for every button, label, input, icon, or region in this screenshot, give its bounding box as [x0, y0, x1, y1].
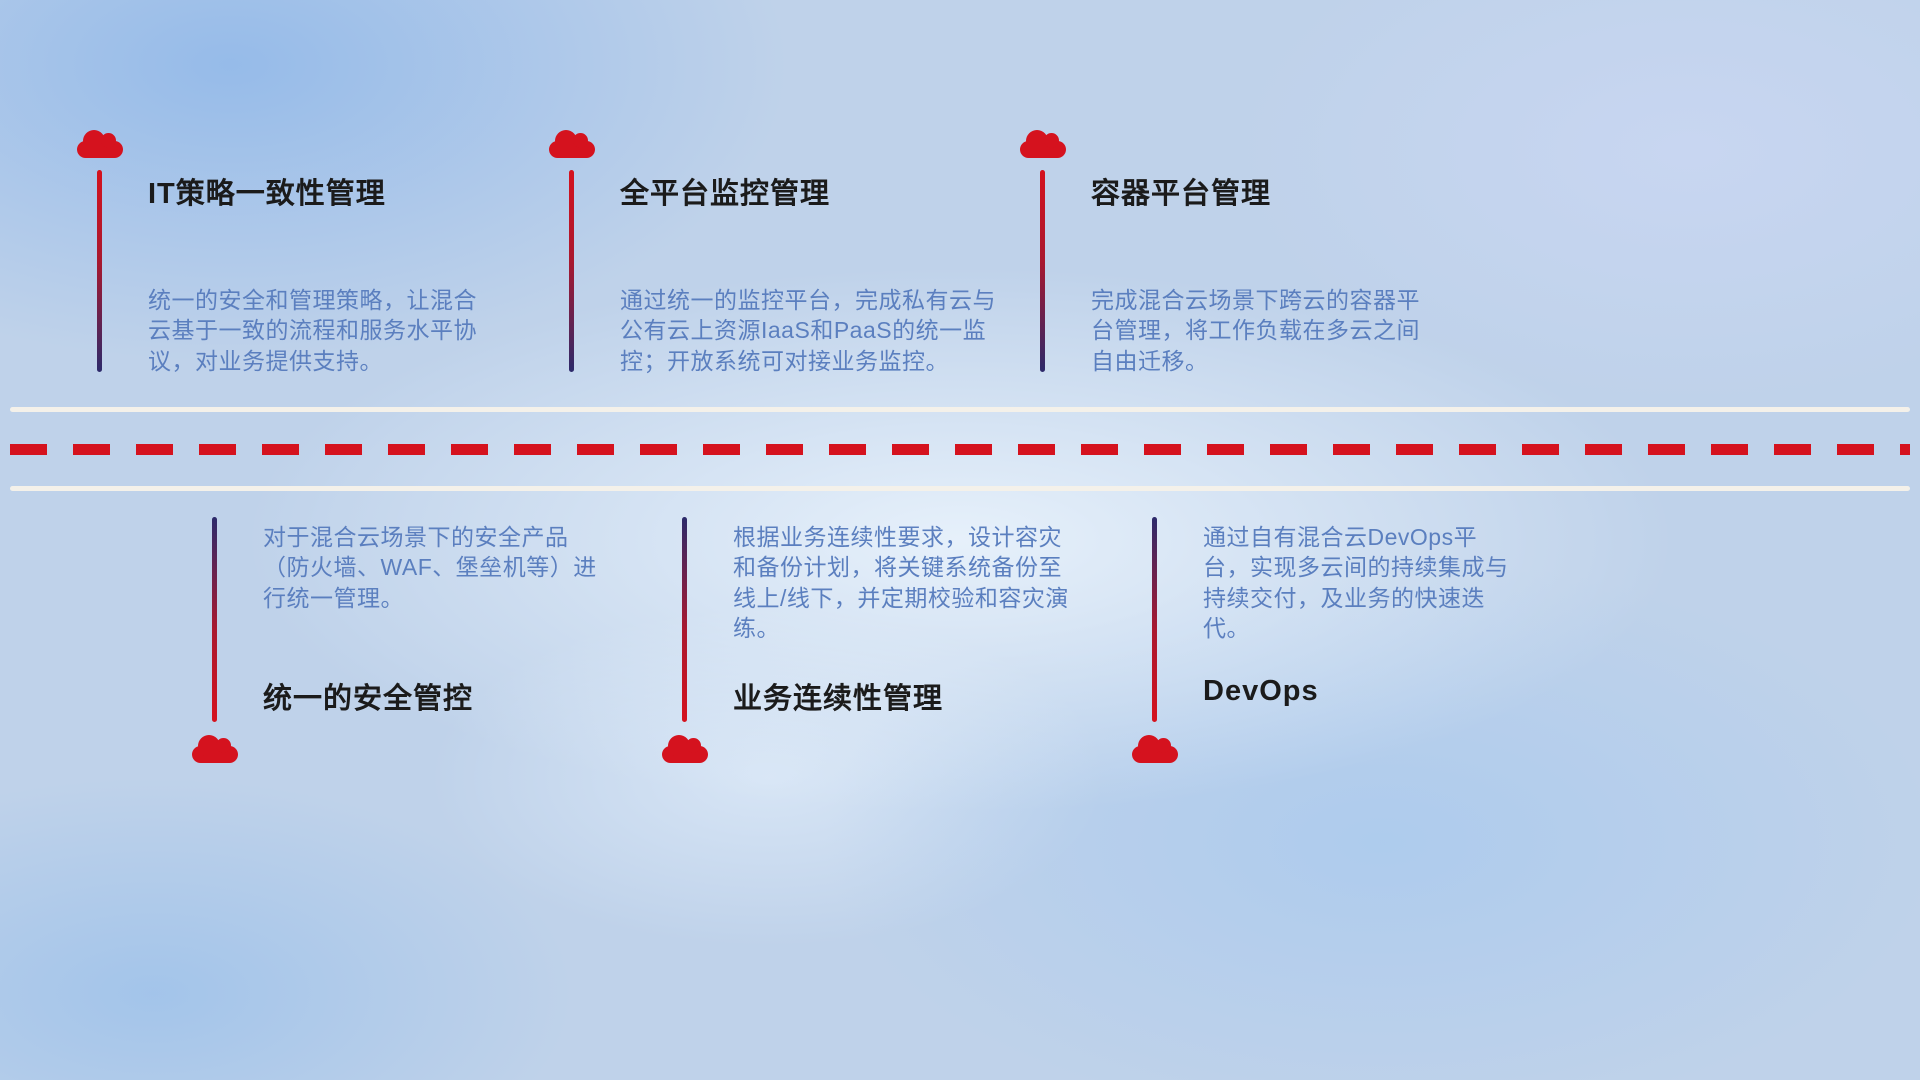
timeline-stem — [1152, 517, 1157, 722]
item-title: 统一的安全管控 — [263, 683, 474, 715]
road-line-bottom — [10, 486, 1910, 491]
item-description: 通过自有混合云DevOps平台，实现多云间的持续集成与持续交付，及业务的快速迭代… — [1203, 524, 1509, 642]
item-title: 业务连续性管理 — [733, 683, 944, 715]
item-description: 统一的安全和管理策略，让混合云基于一致的流程和服务水平协议，对业务提供支持。 — [148, 287, 477, 374]
capability-item-it-policy: IT策略一致性管理 统一的安全和管理策略，让混合云基于一致的流程和服务水平协议，… — [77, 130, 507, 390]
item-title: IT策略一致性管理 — [148, 178, 386, 210]
capability-item-container-platform: 容器平台管理 完成混合云场景下跨云的容器平台管理，将工作负载在多云之间自由迁移。 — [1020, 130, 1450, 390]
capability-item-monitoring: 全平台监控管理 通过统一的监控平台，完成私有云与公有云上资源IaaS和PaaS的… — [549, 130, 996, 390]
cloud-icon — [662, 735, 708, 763]
capability-item-devops: 通过自有混合云DevOps平台，实现多云间的持续集成与持续交付，及业务的快速迭代… — [1132, 517, 1562, 777]
item-title: 容器平台管理 — [1091, 178, 1272, 210]
capability-item-security-control: 对于混合云场景下的安全产品（防火墙、WAF、堡垒机等）进行统一管理。 统一的安全… — [192, 517, 622, 777]
item-title: 全平台监控管理 — [620, 178, 831, 210]
road-line-top — [10, 407, 1910, 412]
cloud-icon — [77, 130, 123, 158]
timeline-stem — [569, 170, 574, 372]
timeline-stem — [682, 517, 687, 722]
item-description: 通过统一的监控平台，完成私有云与公有云上资源IaaS和PaaS的统一监控；开放系… — [620, 287, 996, 374]
cloud-icon — [549, 130, 595, 158]
item-description: 根据业务连续性要求，设计容灾和备份计划，将关键系统备份至线上/线下，并定期校验和… — [733, 524, 1069, 642]
capability-item-business-continuity: 根据业务连续性要求，设计容灾和备份计划，将关键系统备份至线上/线下，并定期校验和… — [662, 517, 1092, 777]
cloud-icon — [1020, 130, 1066, 158]
timeline-stem — [97, 170, 102, 372]
timeline-stem — [212, 517, 217, 722]
cloud-icon — [1132, 735, 1178, 763]
item-title: DevOps — [1203, 675, 1319, 707]
item-description: 完成混合云场景下跨云的容器平台管理，将工作负载在多云之间自由迁移。 — [1091, 287, 1420, 374]
timeline-stem — [1040, 170, 1045, 372]
road-dashed-centerline — [10, 444, 1910, 455]
cloud-icon — [192, 735, 238, 763]
item-description: 对于混合云场景下的安全产品（防火墙、WAF、堡垒机等）进行统一管理。 — [263, 524, 597, 611]
